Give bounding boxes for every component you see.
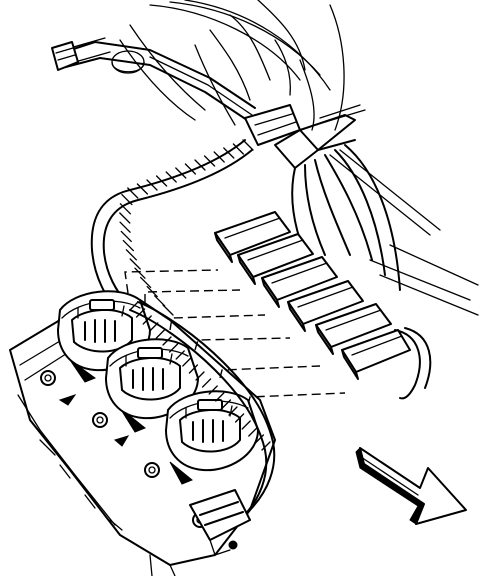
loom-rib (195, 371, 205, 381)
loom-rib (155, 329, 166, 339)
loom-rib (228, 406, 238, 416)
boot-6 (341, 329, 411, 380)
loom-rib (221, 399, 232, 409)
loom-rib (175, 350, 185, 360)
loom-rib (125, 249, 137, 261)
loom-rib (248, 427, 258, 437)
loom-rib (162, 304, 174, 316)
loom-rib (188, 364, 199, 374)
loom-rib (119, 203, 132, 215)
loom-rib (134, 267, 146, 279)
loom-rib (165, 171, 177, 183)
loom-rib (213, 151, 225, 163)
loom-rib (261, 441, 271, 451)
loom-rib (127, 187, 139, 199)
loom-rib (162, 336, 172, 346)
loom-rib (153, 295, 166, 307)
loom-rib (139, 276, 152, 289)
loom-rib (136, 183, 149, 195)
loom-rib (119, 212, 131, 224)
loom-rib (146, 179, 158, 191)
loom-rib (232, 143, 245, 155)
loom-rib (201, 378, 212, 388)
boot-2 (237, 233, 314, 285)
loom-rib (215, 392, 225, 402)
loom-rib (155, 175, 168, 187)
loom-rib (119, 221, 131, 233)
loom-rib (135, 308, 146, 318)
loom-rib (142, 315, 152, 325)
loom-rib (241, 420, 251, 430)
loom-rib (184, 163, 197, 175)
spark-plug-wires (291, 144, 479, 400)
loom-rib (121, 193, 133, 206)
loom-rib (242, 139, 254, 151)
boot-4 (287, 280, 364, 332)
loom-rib (223, 147, 235, 159)
loom-conduit (90, 139, 254, 319)
loom-rib (234, 413, 245, 423)
loom-rib (175, 167, 187, 179)
ignition-coil-3 (165, 390, 259, 472)
loom-rib (168, 343, 179, 353)
boot-1 (214, 211, 291, 263)
loom-rib (208, 385, 218, 395)
wire-harness-bundle (51, 37, 256, 123)
loom-rib (254, 434, 265, 444)
loom-rib (182, 357, 192, 367)
intake-background (111, 0, 345, 131)
loom-rib (203, 155, 216, 167)
lower-bracket (189, 489, 251, 556)
spark-plug-boots (214, 211, 411, 380)
loom-rib (129, 301, 139, 311)
ignition-coil-2 (105, 338, 199, 420)
front-of-vehicle-arrow-icon (355, 447, 467, 525)
boot-5 (315, 303, 392, 355)
loom-rib (129, 258, 141, 270)
loom-rib (194, 159, 206, 171)
loom-rib (120, 230, 132, 243)
boot-3 (261, 256, 338, 308)
loom-rib (149, 322, 159, 332)
wire-connector-block (244, 104, 366, 169)
coil-wire-loom (129, 301, 276, 521)
loom-rib (122, 239, 135, 252)
